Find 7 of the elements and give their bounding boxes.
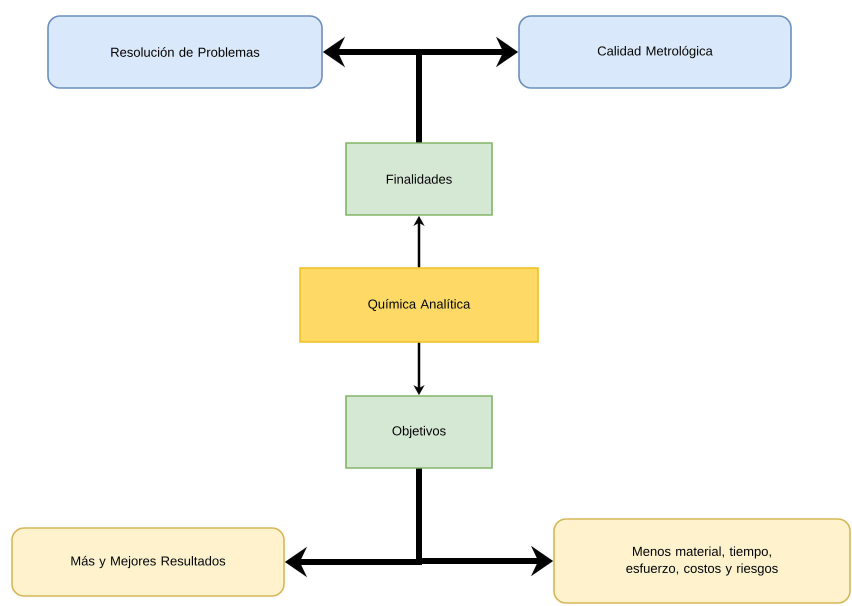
goal-box: Calidad Metrológica <box>518 15 792 89</box>
central-box: Química Analítica <box>299 267 539 343</box>
process-box: Finalidades <box>345 142 493 216</box>
result-box: Menos material, tiempo, esfuerzo, costos y riesgos <box>553 518 851 604</box>
result-box: Más y Mejores Resultados <box>11 527 285 597</box>
process-box: Objetivos <box>345 395 493 469</box>
goal-box: Resolución de Problemas <box>47 15 323 89</box>
